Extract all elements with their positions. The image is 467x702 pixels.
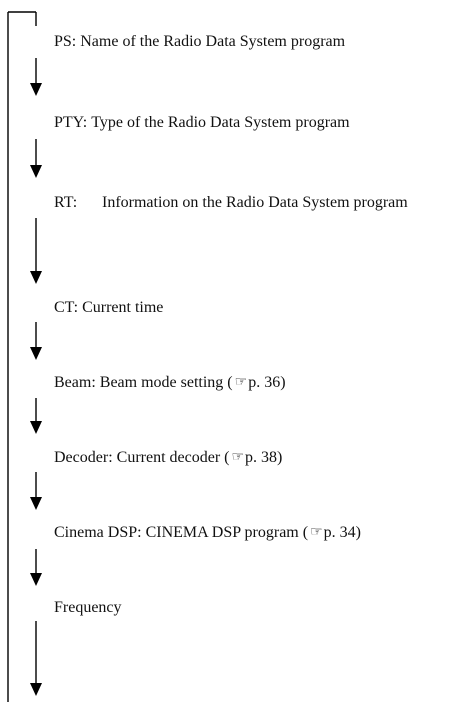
step-description: Name of the Radio Data System program bbox=[80, 33, 346, 50]
step-code: Cinema DSP: bbox=[54, 524, 142, 541]
down-arrow bbox=[30, 621, 42, 696]
down-arrow-head bbox=[30, 497, 42, 510]
down-arrow bbox=[30, 322, 42, 360]
step-cinema-dsp: Cinema DSP: CINEMA DSP program (☞p. 34) bbox=[54, 521, 361, 546]
step-code: PS: bbox=[54, 33, 77, 50]
down-arrow-head bbox=[30, 347, 42, 360]
step-code: CT: bbox=[54, 299, 79, 316]
step-description: Type of the Radio Data System program bbox=[91, 114, 350, 131]
step-code: Frequency bbox=[54, 599, 122, 616]
step-frequency: Frequency bbox=[54, 596, 126, 620]
down-arrow bbox=[30, 139, 42, 178]
step-decoder: Decoder: Current decoder (☞p. 38) bbox=[54, 446, 282, 471]
down-arrow bbox=[30, 549, 42, 586]
down-arrow bbox=[30, 218, 42, 284]
pointing-hand-icon: ☞ bbox=[310, 525, 323, 540]
step-description: Current decoder ( bbox=[116, 449, 230, 466]
down-arrow-head bbox=[30, 421, 42, 434]
down-arrow-head bbox=[30, 83, 42, 96]
step-ps: PS: Name of the Radio Data System progra… bbox=[54, 30, 345, 54]
down-arrow-head bbox=[30, 165, 42, 178]
step-ct: CT: Current time bbox=[54, 296, 163, 320]
down-arrow bbox=[30, 58, 42, 96]
step-description: Current time bbox=[82, 299, 164, 316]
step-description: CINEMA DSP program ( bbox=[145, 524, 309, 541]
step-pty: PTY: Type of the Radio Data System progr… bbox=[54, 111, 350, 135]
step-description: Beam mode setting ( bbox=[99, 374, 233, 391]
page-reference: p. 36) bbox=[248, 374, 286, 391]
down-arrow-head bbox=[30, 271, 42, 284]
step-code: RT: bbox=[54, 194, 78, 211]
down-arrow bbox=[30, 398, 42, 434]
step-code: Beam: bbox=[54, 374, 96, 391]
down-arrow-head bbox=[30, 573, 42, 586]
step-code: PTY: bbox=[54, 114, 88, 131]
step-rt: RT: Information on the Radio Data System … bbox=[54, 191, 422, 215]
down-arrow-head bbox=[30, 683, 42, 696]
pointing-hand-icon: ☞ bbox=[234, 375, 248, 390]
pointing-hand-icon: ☞ bbox=[231, 450, 245, 465]
down-arrow bbox=[30, 472, 42, 510]
page-reference: p. 34) bbox=[323, 524, 361, 541]
page-reference: p. 38) bbox=[245, 449, 283, 466]
step-description: Information on the Radio Data System pro… bbox=[102, 194, 408, 211]
step-code: Decoder: bbox=[54, 449, 113, 466]
step-beam: Beam: Beam mode setting (☞p. 36) bbox=[54, 371, 286, 396]
